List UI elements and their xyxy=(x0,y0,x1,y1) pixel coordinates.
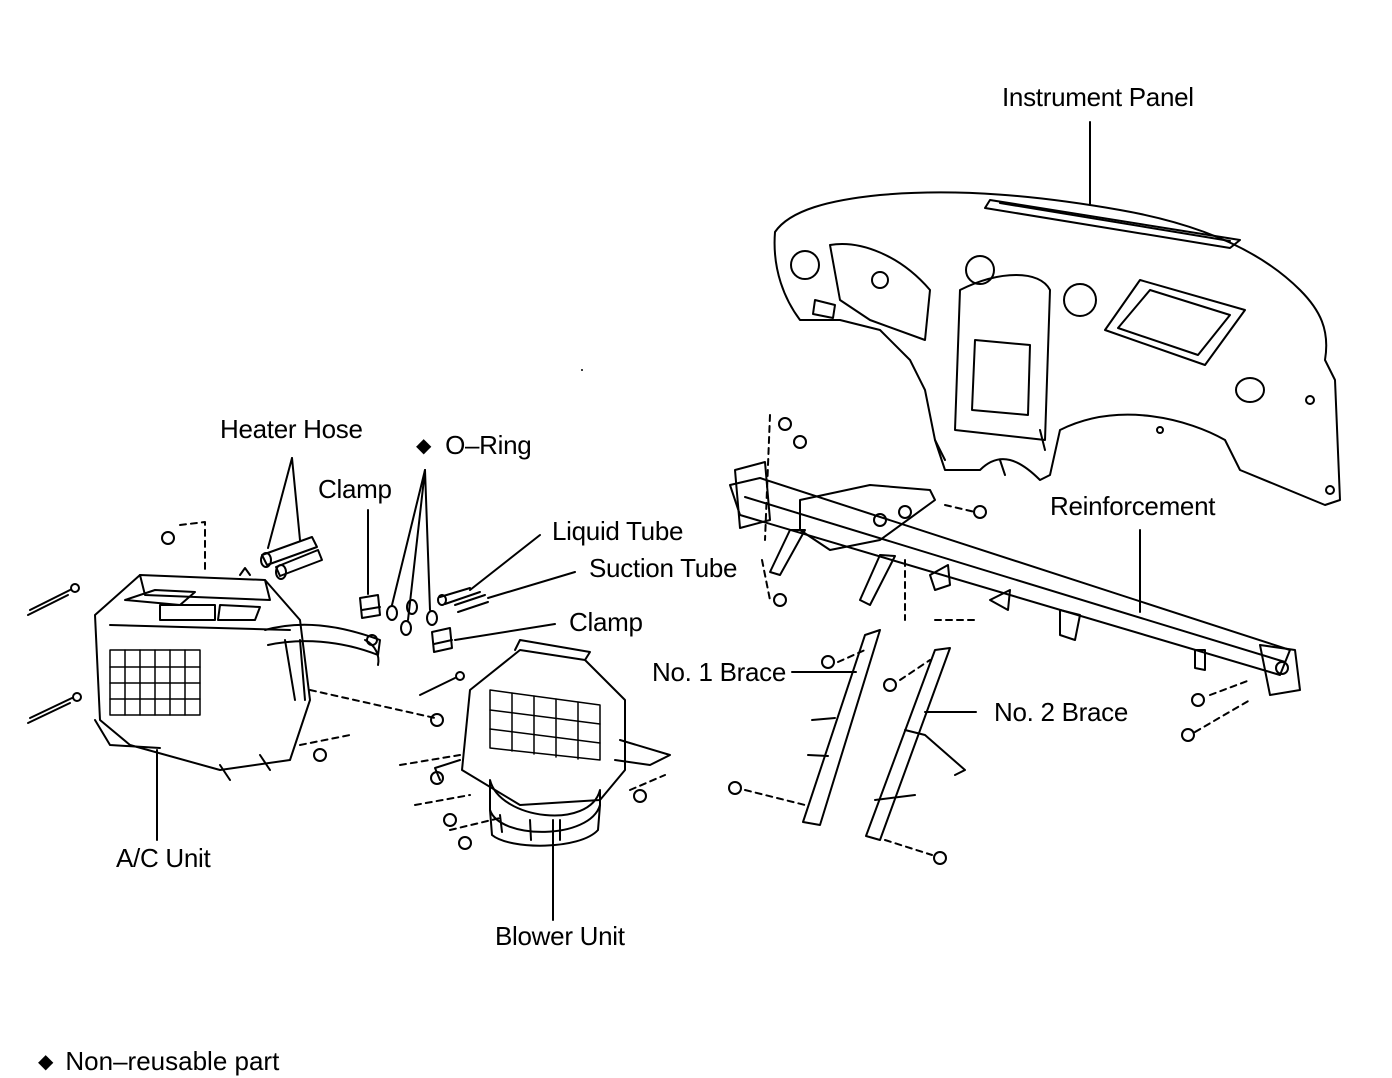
o-ring-label: ◆ O–Ring xyxy=(416,430,532,461)
no2-brace-drawing xyxy=(865,619,977,865)
reinforcement-label: Reinforcement xyxy=(1050,491,1216,521)
blower-unit-drawing xyxy=(399,639,671,921)
liquid-tube-leader xyxy=(469,534,541,591)
heater-hose-leader-1 xyxy=(267,457,293,549)
suction-tube-label: Suction Tube xyxy=(589,553,738,583)
heater-hose-leader-2 xyxy=(291,457,301,541)
clamp-lower-leader xyxy=(454,623,556,641)
o-ring-leader-2 xyxy=(407,469,426,621)
clamp-lower-label: Clamp xyxy=(569,607,643,637)
blower-unit-label: Blower Unit xyxy=(495,921,625,951)
o-ring-text: O–Ring xyxy=(445,430,532,460)
legend-text: Non–reusable part xyxy=(65,1046,280,1076)
instrument-panel-drawing xyxy=(773,191,1341,506)
fittings-drawing xyxy=(260,457,576,666)
heater-hose-label: Heater Hose xyxy=(220,414,363,444)
ac-unit-label: A/C Unit xyxy=(116,843,211,873)
o-ring-leader-1 xyxy=(391,469,426,606)
legend: ◆ Non–reusable part xyxy=(38,1046,279,1077)
suction-tube-leader xyxy=(487,571,576,599)
legend-diamond-icon: ◆ xyxy=(38,1051,54,1073)
liquid-tube-label: Liquid Tube xyxy=(552,516,684,546)
clamp-upper-label: Clamp xyxy=(318,474,392,504)
no1-brace-drawing xyxy=(728,629,881,826)
no2-brace-label: No. 2 Brace xyxy=(994,697,1128,727)
instrument-panel-label: Instrument Panel xyxy=(1002,82,1194,112)
o-ring-leader-3 xyxy=(424,469,431,611)
ac-unit-drawing xyxy=(27,521,436,841)
non-reusable-diamond-icon: ◆ xyxy=(416,435,432,457)
no1-brace-label: No. 1 Brace xyxy=(652,657,786,687)
reinforcement-drawing xyxy=(729,414,1301,742)
